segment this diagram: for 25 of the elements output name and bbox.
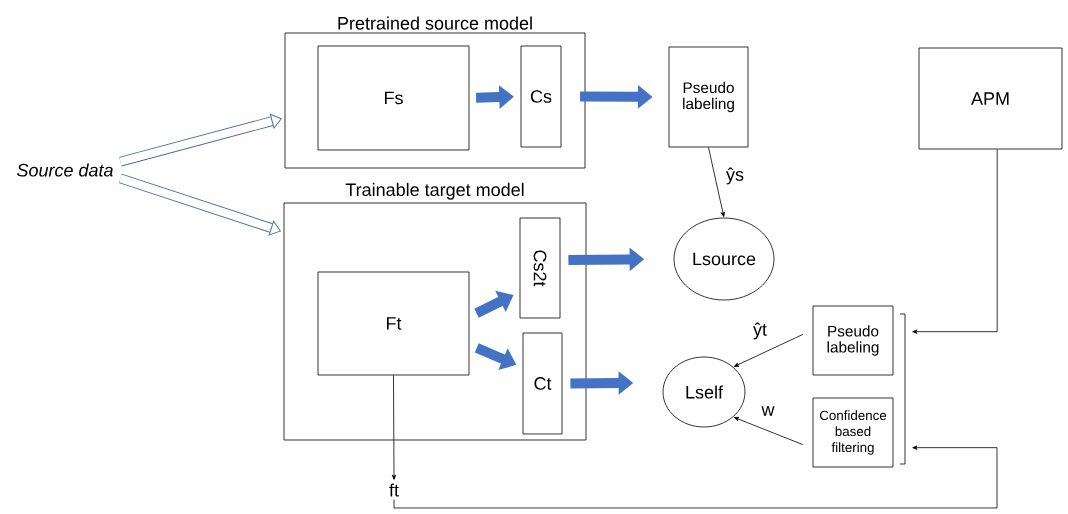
process-box: Confidence based filtering — [812, 397, 894, 468]
arrow — [733, 417, 804, 445]
arrow — [391, 375, 397, 480]
arrow — [912, 149, 998, 334]
module-box: APM — [918, 47, 1063, 150]
edge-label: ŷs — [724, 166, 746, 186]
node-label: Trainable target model — [345, 182, 524, 200]
arrow — [118, 173, 281, 236]
arrow — [733, 333, 804, 367]
classifier-box: Cs — [520, 45, 562, 148]
arrow — [119, 113, 282, 167]
feature-extractor-box: Ft — [317, 271, 470, 376]
feature-extractor-box: Fs — [317, 45, 470, 151]
edge-label: w — [760, 404, 776, 418]
process-box: Pseudo labeling — [668, 46, 749, 148]
classifier-box: Cs2t — [519, 217, 561, 319]
arrow — [708, 147, 725, 217]
input-label: Source data — [17, 163, 113, 177]
edge-label: ŷt — [751, 321, 769, 341]
arrow — [393, 445, 998, 509]
bracket — [899, 313, 906, 465]
output-label: ft — [389, 483, 399, 497]
classifier-box: Ct — [522, 332, 563, 435]
process-box: Pseudo labeling — [812, 305, 894, 376]
node-label: Pretrained source model — [338, 16, 532, 30]
